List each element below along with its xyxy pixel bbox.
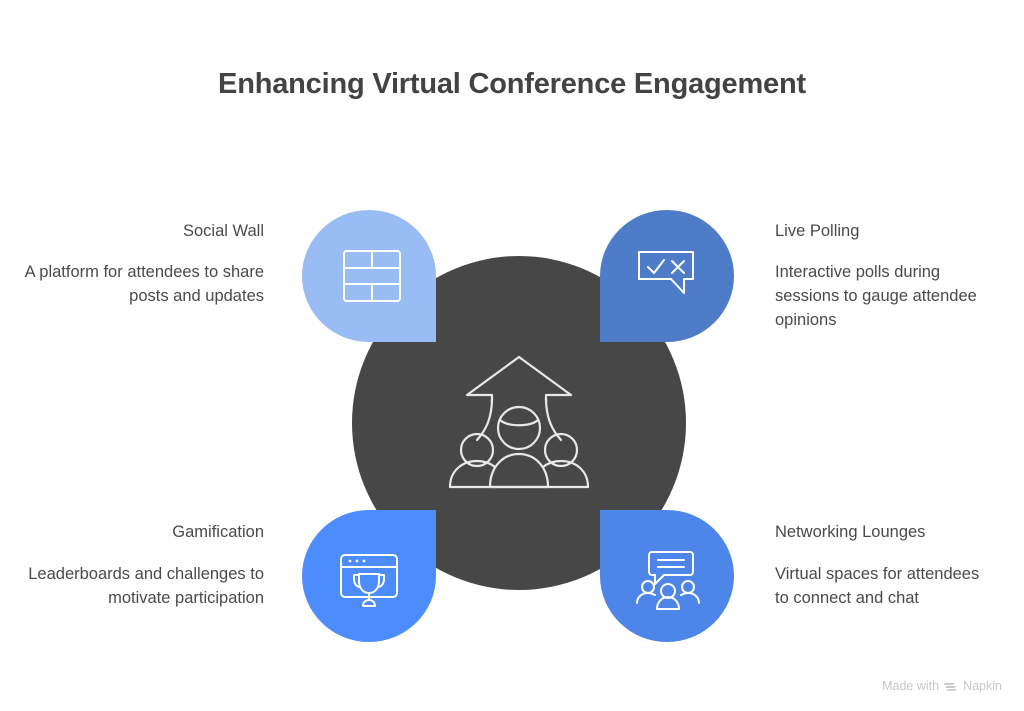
node-gamification-shape: [302, 510, 436, 642]
node-social-wall-shape: [302, 210, 436, 342]
node-social-wall[interactable]: [302, 210, 436, 342]
node-live-polling-shape: [600, 210, 734, 342]
node-networking-lounges-shape: [600, 510, 734, 642]
group-chat-people-icon: [635, 546, 701, 612]
node-gamification-description: Leaderboards and challenges to motivate …: [28, 565, 264, 607]
poll-speech-bubble-check-cross-icon: [633, 240, 699, 306]
node-social-wall-label: Social Wall: [183, 222, 264, 240]
node-live-polling-label: Live Polling: [775, 222, 860, 240]
watermark: Made with Napkin: [882, 679, 1002, 693]
page-title: Enhancing Virtual Conference Engagement: [218, 68, 806, 100]
wall-grid-icon: [339, 243, 405, 309]
napkin-logo-icon: [943, 679, 958, 693]
node-gamification[interactable]: [302, 510, 436, 642]
audience-growth-arrow-icon: [446, 350, 592, 496]
watermark-brand: Napkin: [963, 679, 1002, 693]
node-social-wall-description: A platform for attendees to share posts …: [24, 263, 264, 305]
watermark-prefix: Made with: [882, 679, 940, 693]
node-live-polling[interactable]: [600, 210, 734, 342]
node-networking-lounges-description: Virtual spaces for attendees to connect …: [775, 565, 980, 607]
node-live-polling-description: Interactive polls during sessions to gau…: [775, 263, 977, 329]
node-networking-lounges[interactable]: [600, 510, 734, 642]
browser-trophy-icon: [336, 546, 402, 612]
node-networking-lounges-label: Networking Lounges: [775, 523, 926, 541]
node-gamification-label: Gamification: [172, 523, 264, 541]
